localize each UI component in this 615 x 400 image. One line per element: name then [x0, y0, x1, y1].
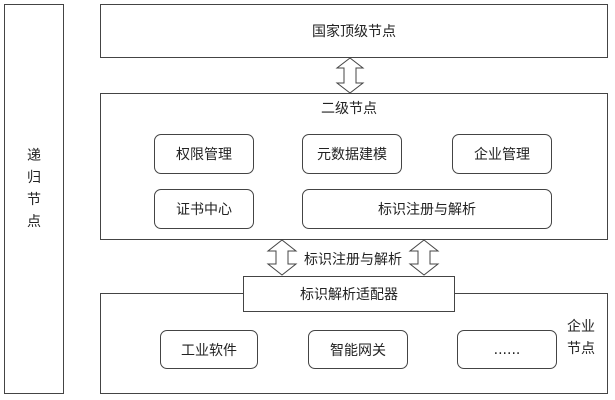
enterprise-node-title: 企业 节点: [567, 319, 595, 357]
identifier-registration-resolution: 标识注册与解析: [302, 189, 552, 229]
industrial-software: 工业软件: [160, 330, 258, 369]
more-items: ......: [457, 330, 557, 369]
double-arrow-left: [266, 239, 298, 276]
double-arrow-top: [335, 57, 365, 94]
identifier-resolution-adapter: 标识解析适配器: [243, 276, 455, 312]
certificate-center-label: 证书中心: [176, 202, 232, 218]
permission-management: 权限管理: [154, 134, 254, 174]
link-label: 标识注册与解析: [304, 252, 402, 268]
recursive-node-label: 递 归 节 点: [27, 148, 41, 230]
smart-gateway: 智能网关: [308, 330, 408, 369]
more-items-label: ......: [493, 341, 521, 358]
identifier-registration-resolution-label: 标识注册与解析: [378, 202, 476, 218]
metadata-modeling-label: 元数据建模: [317, 147, 387, 163]
permission-management-label: 权限管理: [176, 147, 232, 163]
industrial-software-label: 工业软件: [181, 342, 237, 359]
national-top-node-label: 国家顶级节点: [312, 24, 396, 40]
double-arrow-right: [408, 239, 440, 276]
enterprise-management-label: 企业管理: [474, 147, 530, 163]
enterprise-management: 企业管理: [452, 134, 552, 174]
secondary-node-title: 二级节点: [321, 101, 377, 117]
certificate-center: 证书中心: [154, 189, 254, 229]
national-top-node: 国家顶级节点: [100, 4, 608, 58]
smart-gateway-label: 智能网关: [330, 342, 386, 359]
recursive-node: 递 归 节 点: [4, 4, 64, 394]
metadata-modeling: 元数据建模: [302, 134, 402, 174]
identifier-resolution-adapter-label: 标识解析适配器: [300, 287, 398, 303]
